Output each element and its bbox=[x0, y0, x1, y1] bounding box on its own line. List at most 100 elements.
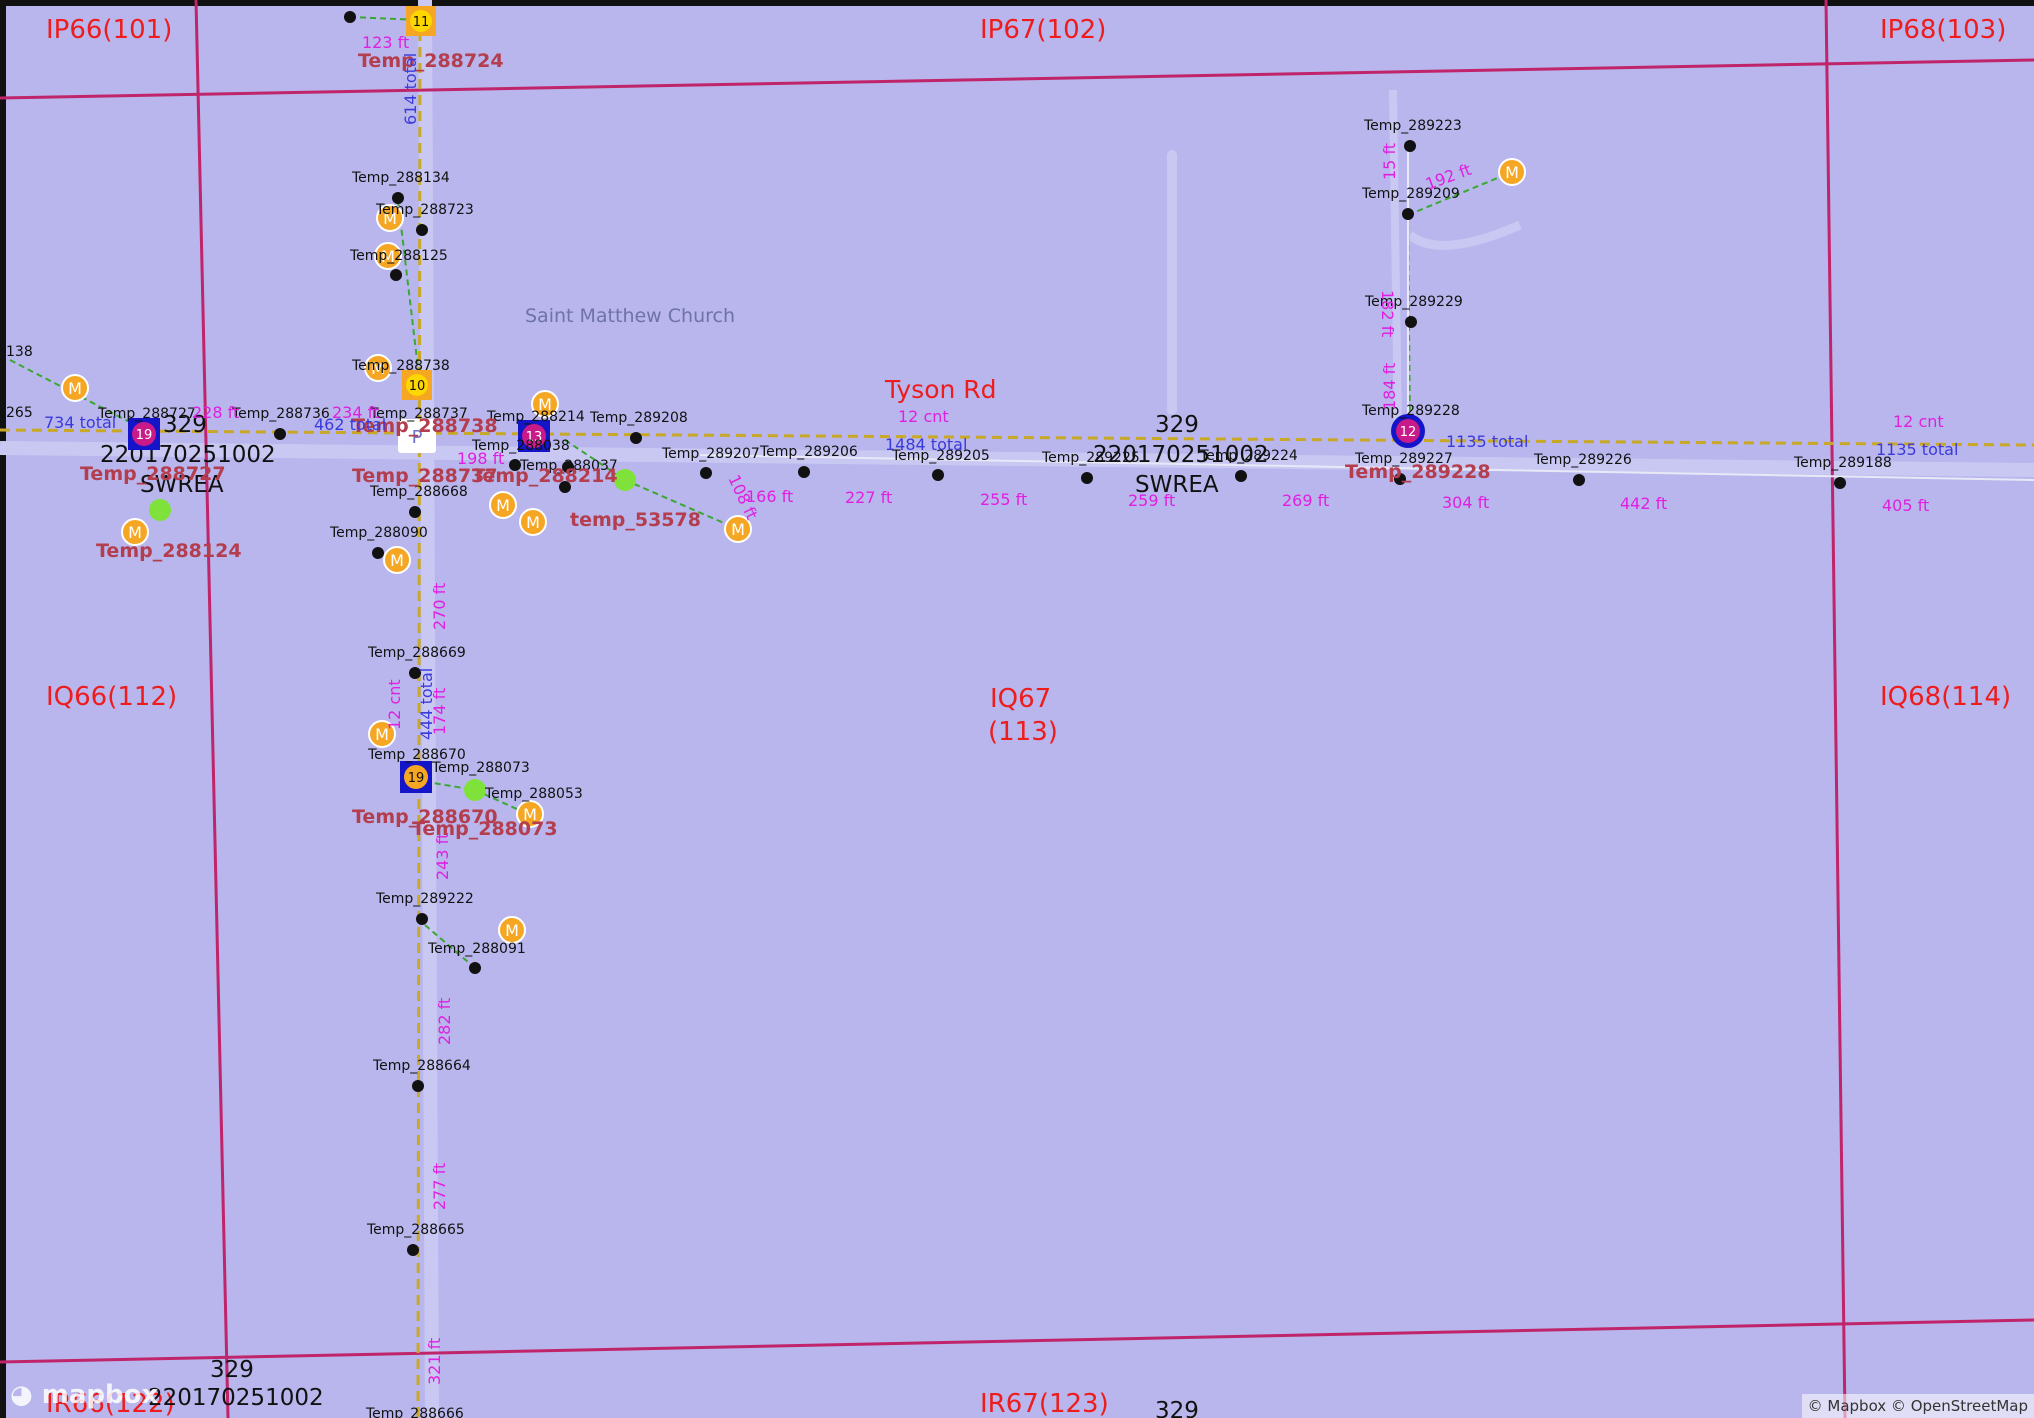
grid-label-iq66: IQ66(112) bbox=[46, 682, 177, 712]
svg-text:P: P bbox=[412, 427, 423, 448]
span-total: 1484 total bbox=[885, 435, 967, 454]
pole-node[interactable] bbox=[1404, 140, 1416, 152]
red-label: Temp_288073 bbox=[412, 818, 558, 840]
span-length: 166 ft bbox=[746, 487, 793, 506]
span-length: 259 ft bbox=[1128, 491, 1175, 510]
pole-node[interactable] bbox=[344, 11, 356, 23]
badge-19-lower[interactable]: 19 bbox=[400, 761, 432, 793]
svg-text:M: M bbox=[538, 395, 552, 414]
node-label: Temp_288668 bbox=[369, 484, 468, 500]
red-label: Temp_288737 bbox=[352, 465, 498, 487]
meter-icon[interactable]: M bbox=[498, 916, 526, 944]
pole-node[interactable] bbox=[509, 459, 521, 471]
pole-node[interactable] bbox=[416, 224, 428, 236]
red-label: Temp_289228 bbox=[1345, 461, 1491, 483]
pole-node[interactable] bbox=[390, 269, 402, 281]
pole-node[interactable] bbox=[372, 547, 384, 559]
pole-node[interactable] bbox=[1573, 474, 1585, 486]
red-label: Temp_288124 bbox=[96, 540, 242, 562]
pole-node[interactable] bbox=[412, 1080, 424, 1092]
meter-icon[interactable]: M bbox=[519, 508, 547, 536]
meter-icon[interactable]: M bbox=[489, 491, 517, 519]
pole-node[interactable] bbox=[1402, 208, 1414, 220]
meter-icon[interactable]: M bbox=[374, 242, 402, 270]
svg-text:M: M bbox=[526, 513, 540, 532]
span-length: 243 ft bbox=[433, 833, 452, 880]
pole-node[interactable] bbox=[1081, 472, 1093, 484]
node-label: Temp_289222 bbox=[375, 891, 474, 907]
span-total: 734 total bbox=[44, 413, 116, 432]
red-label: Temp_288738 bbox=[352, 415, 498, 437]
svg-text:10: 10 bbox=[409, 379, 426, 394]
meter-icon[interactable]: M bbox=[531, 390, 559, 418]
mapbox-logo[interactable]: ◕ mapbox bbox=[10, 1380, 158, 1410]
meter-icon[interactable]: M bbox=[1498, 158, 1526, 186]
span-count: 12 cnt bbox=[385, 679, 404, 730]
meter-icon[interactable]: M bbox=[364, 354, 392, 382]
span-length: 15 ft bbox=[1380, 143, 1399, 180]
badge-10[interactable]: 10 bbox=[402, 370, 432, 400]
node-label: Temp_288664 bbox=[372, 1058, 471, 1074]
mapbox-logo-text: mapbox bbox=[41, 1380, 159, 1410]
span-length: 270 ft bbox=[430, 583, 449, 630]
pole-node[interactable] bbox=[932, 469, 944, 481]
pole-node[interactable] bbox=[409, 506, 421, 518]
span-length: 227 ft bbox=[845, 488, 892, 507]
map-attribution[interactable]: © Mapbox © OpenStreetMap bbox=[1801, 1394, 2034, 1418]
svg-text:M: M bbox=[523, 805, 537, 824]
span-length: 255 ft bbox=[980, 490, 1027, 509]
node-label: Temp_288737 bbox=[369, 406, 468, 422]
pole-node[interactable] bbox=[274, 428, 286, 440]
pole-node[interactable] bbox=[1405, 316, 1417, 328]
meters: M M M M M M M M M M M M M M bbox=[61, 158, 1526, 944]
meter-icon[interactable]: M bbox=[516, 800, 544, 828]
meter-icon[interactable]: M bbox=[724, 515, 752, 543]
pole-node[interactable] bbox=[1235, 470, 1247, 482]
pole-node[interactable] bbox=[630, 432, 642, 444]
svg-text:M: M bbox=[128, 523, 142, 542]
span-length: 198 ft bbox=[457, 449, 504, 468]
pole-node[interactable] bbox=[1834, 477, 1846, 489]
node-label: Temp_289223 bbox=[1363, 118, 1462, 134]
svg-text:19: 19 bbox=[408, 771, 425, 786]
span-length: 269 ft bbox=[1282, 491, 1329, 510]
badge-12[interactable]: 12 bbox=[1391, 414, 1425, 448]
span-length: 282 ft bbox=[435, 998, 454, 1045]
pole-node[interactable] bbox=[559, 481, 571, 493]
badge-19-left[interactable]: 19 bbox=[128, 418, 160, 450]
meter-icon[interactable]: M bbox=[368, 720, 396, 748]
pole-node[interactable] bbox=[407, 1244, 419, 1256]
transformer-node[interactable] bbox=[614, 469, 636, 491]
svg-text:11: 11 bbox=[413, 15, 430, 30]
transformer-node[interactable] bbox=[149, 499, 171, 521]
pole-node[interactable] bbox=[469, 962, 481, 974]
pole-node[interactable] bbox=[416, 913, 428, 925]
svg-text:M: M bbox=[731, 520, 745, 539]
transformer-node[interactable] bbox=[464, 779, 486, 801]
span-length: 182 ft bbox=[1378, 290, 1397, 337]
meter-icon[interactable]: M bbox=[383, 546, 411, 574]
node-label: Temp_288091 bbox=[427, 941, 526, 957]
circuit-label-center: 329 220170251002 SWREA bbox=[1093, 412, 1269, 498]
nodes bbox=[274, 11, 1846, 1256]
span-length: 277 ft bbox=[430, 1163, 449, 1210]
badge-11[interactable]: 11 bbox=[406, 6, 436, 36]
transformers bbox=[149, 469, 636, 801]
meter-icon[interactable]: M bbox=[61, 374, 89, 402]
pole-node[interactable] bbox=[392, 192, 404, 204]
grid-label-ip68: IP68(103) bbox=[1880, 15, 2006, 45]
pole-node[interactable] bbox=[562, 461, 574, 473]
pole-node[interactable] bbox=[798, 466, 810, 478]
pole-node[interactable] bbox=[1394, 473, 1406, 485]
node-label: Temp_288073 bbox=[431, 760, 530, 776]
node-label: Temp_288038 bbox=[471, 438, 570, 454]
parking-icon[interactable]: P bbox=[398, 419, 436, 453]
svg-text:12: 12 bbox=[1400, 425, 1417, 440]
pole-node[interactable] bbox=[409, 667, 421, 679]
badge-13[interactable]: 13 bbox=[518, 420, 550, 452]
meter-icon[interactable]: M bbox=[376, 204, 404, 232]
pole-node[interactable] bbox=[700, 467, 712, 479]
meter-icon[interactable]: M bbox=[121, 518, 149, 546]
